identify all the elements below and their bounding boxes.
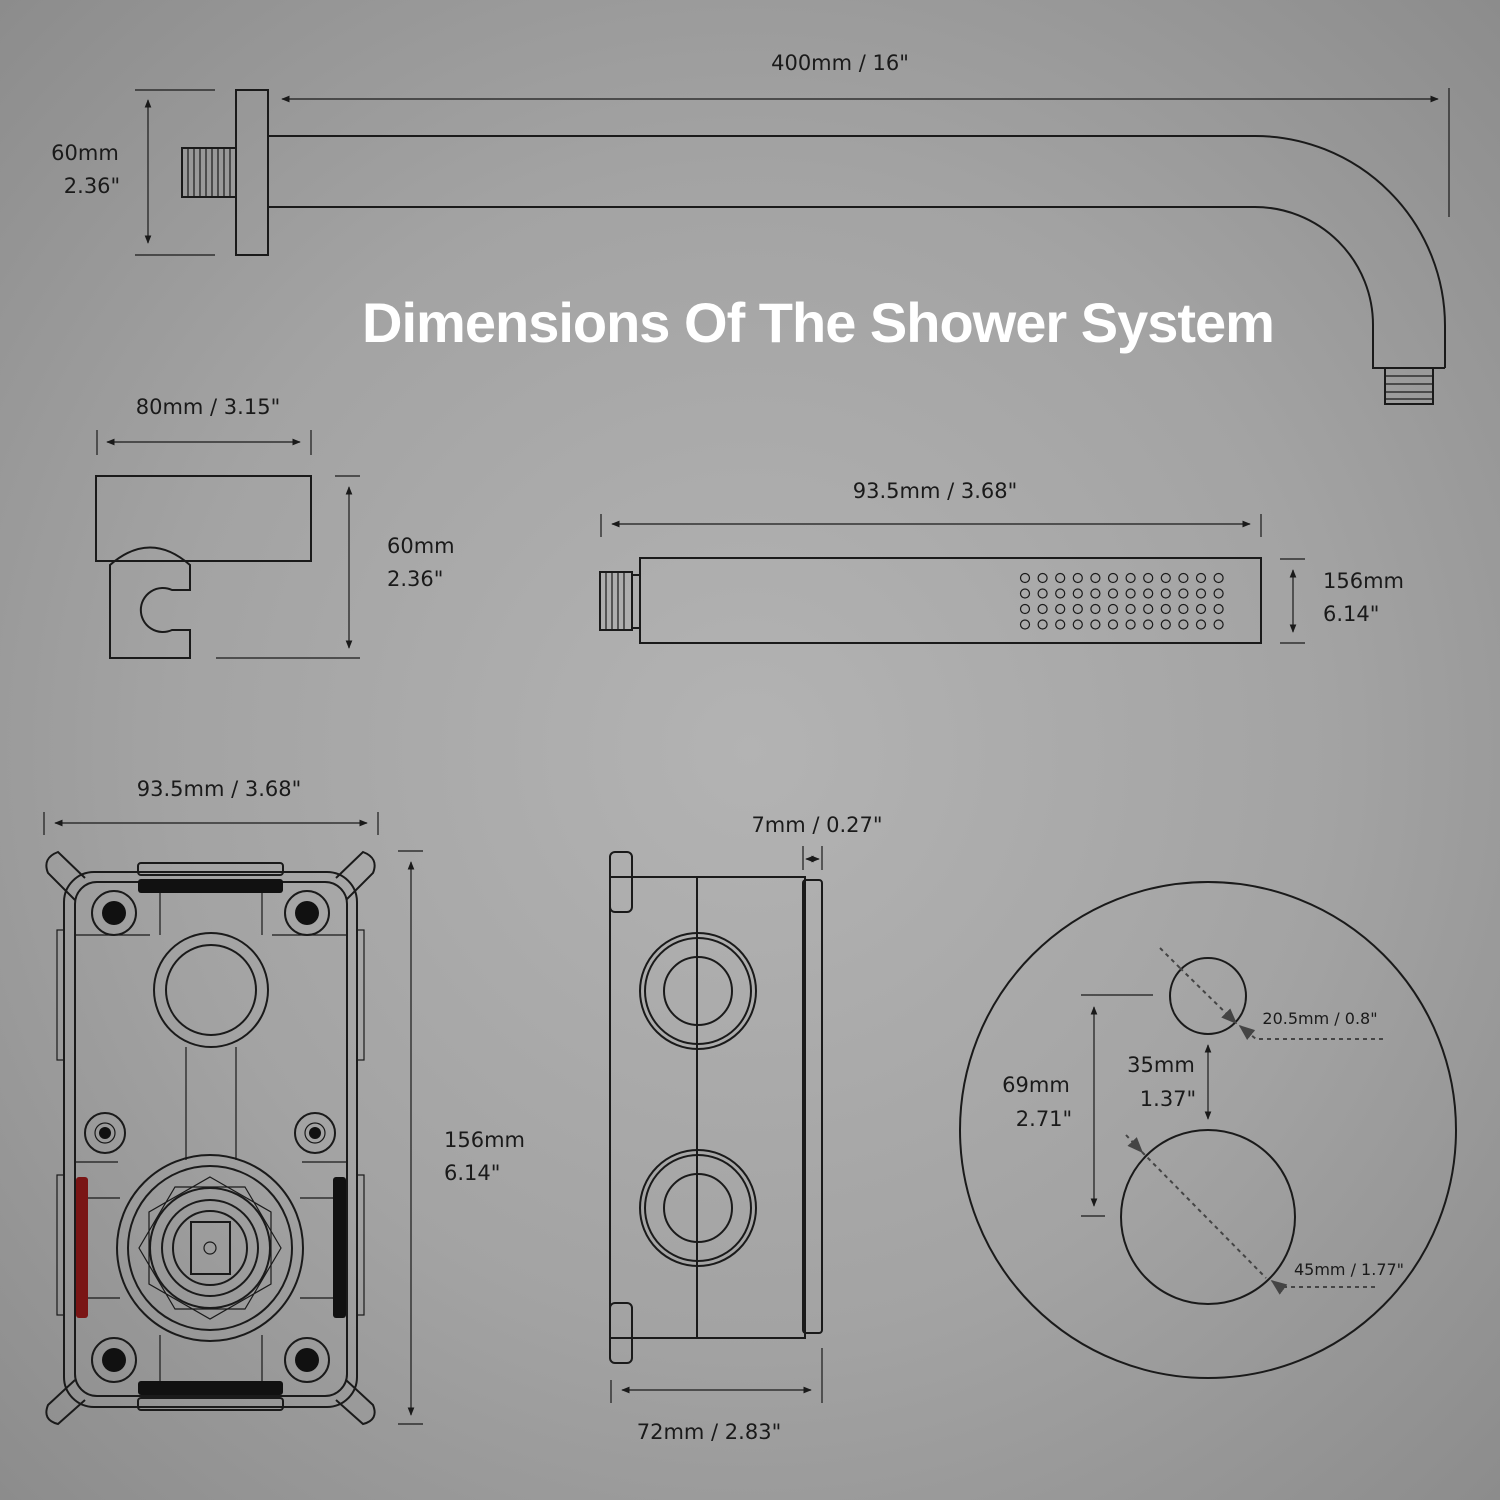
spray-nozzle xyxy=(1125,619,1136,630)
arm-length-label: 400mm / 16" xyxy=(771,51,909,75)
spray-nozzle xyxy=(1160,619,1171,630)
spacing-mm-label: 35mm xyxy=(1127,1053,1195,1077)
spray-nozzle xyxy=(1160,572,1171,584)
holder-width-label: 80mm / 3.15" xyxy=(136,395,280,419)
spray-nozzle xyxy=(1125,588,1136,599)
valve-height-mm-label: 156mm xyxy=(444,1128,525,1152)
trim-plate: 20.5mm / 0.8" 35mm 1.37" 69mm 2.71" 45mm… xyxy=(959,881,1457,1379)
holder-height-in-label: 2.36" xyxy=(387,567,443,591)
spray-nozzle xyxy=(1072,619,1083,630)
hand-shower-holder: 80mm / 3.15" 60mm 2.36" xyxy=(95,395,455,659)
valve-box-side: 7mm / 0.27" 72mm / 2.83" xyxy=(609,813,883,1444)
spray-nozzle xyxy=(1072,572,1083,584)
mounting-holes xyxy=(91,890,330,1383)
thread-lines xyxy=(187,148,231,197)
spray-nozzle xyxy=(1072,588,1083,599)
spray-nozzle xyxy=(1143,603,1154,615)
hand-shower: 93.5mm / 3.68" 156mm 6.14" xyxy=(599,479,1404,644)
spray-nozzle xyxy=(1019,619,1031,630)
arm-height-in-label: 2.36" xyxy=(64,174,120,198)
spray-nozzles xyxy=(1019,572,1224,630)
spray-nozzle xyxy=(1055,619,1066,630)
hand-shower-length-label: 93.5mm / 3.68" xyxy=(853,479,1018,503)
hand-shower-height-mm-label: 156mm xyxy=(1323,569,1404,593)
spray-nozzle xyxy=(1107,603,1119,615)
spray-nozzle xyxy=(1019,588,1031,599)
spray-nozzle xyxy=(1090,619,1101,630)
cartridge xyxy=(116,1154,304,1342)
spray-nozzle xyxy=(1019,572,1031,584)
spray-nozzle xyxy=(1143,588,1154,599)
spray-nozzle xyxy=(1195,588,1207,599)
spray-nozzle xyxy=(1213,619,1224,630)
spray-nozzle xyxy=(1055,603,1066,615)
valve-depth-label: 72mm / 2.83" xyxy=(637,1420,781,1444)
spray-nozzle xyxy=(1090,572,1101,584)
shower-arm: 400mm / 16" 60mm 2.36" xyxy=(51,51,1450,405)
spray-nozzle xyxy=(1107,588,1119,599)
small-hole-diameter-label: 20.5mm / 0.8" xyxy=(1262,1009,1377,1028)
spray-nozzle xyxy=(1037,572,1048,584)
spacing-in-label: 1.37" xyxy=(1140,1087,1196,1111)
spray-nozzle xyxy=(1178,603,1189,615)
spray-nozzle xyxy=(1195,619,1207,630)
screws xyxy=(84,1112,336,1154)
spray-nozzle xyxy=(1213,572,1224,584)
spray-nozzle xyxy=(1107,619,1119,630)
spray-nozzle xyxy=(1125,572,1136,584)
spray-nozzle xyxy=(1090,603,1101,615)
spray-nozzle xyxy=(1213,588,1224,599)
cold-marker xyxy=(333,1177,346,1318)
plate-thickness-label: 7mm / 0.27" xyxy=(751,813,882,837)
spray-nozzle xyxy=(1178,588,1189,599)
mounting-ears xyxy=(45,850,376,1426)
spray-nozzle xyxy=(1037,603,1048,615)
valve-box-front: 93.5mm / 3.68" 156mm 6.14" xyxy=(43,777,525,1426)
spray-nozzle xyxy=(1072,603,1083,615)
spray-nozzle xyxy=(1090,588,1101,599)
arm-height-mm-label: 60mm xyxy=(51,141,119,165)
valve-height-in-label: 6.14" xyxy=(444,1161,500,1185)
hot-marker xyxy=(76,1177,88,1318)
spray-nozzle xyxy=(1160,603,1171,615)
spray-nozzle xyxy=(1055,572,1066,584)
spray-nozzle xyxy=(1143,619,1154,630)
spray-nozzle xyxy=(1160,588,1171,599)
page-title: Dimensions Of The Shower System xyxy=(362,291,1274,354)
spray-nozzle xyxy=(1037,588,1048,599)
spray-nozzle xyxy=(1107,572,1119,584)
spray-nozzle xyxy=(1195,572,1207,584)
center-distance-mm-label: 69mm xyxy=(1002,1073,1070,1097)
spray-nozzle xyxy=(1178,572,1189,584)
spray-nozzle xyxy=(1213,603,1224,615)
spray-nozzle xyxy=(1178,619,1189,630)
large-hole-diameter-label: 45mm / 1.77" xyxy=(1294,1260,1404,1279)
holder-height-mm-label: 60mm xyxy=(387,534,455,558)
spray-nozzle xyxy=(1019,603,1031,615)
valve-width-label: 93.5mm / 3.68" xyxy=(137,777,302,801)
spray-nozzle xyxy=(1055,588,1066,599)
spray-nozzle xyxy=(1037,619,1048,630)
spray-nozzle xyxy=(1195,603,1207,615)
spray-nozzle xyxy=(1143,572,1154,584)
center-distance-in-label: 2.71" xyxy=(1016,1107,1072,1131)
hand-shower-height-in-label: 6.14" xyxy=(1323,602,1379,626)
spray-nozzle xyxy=(1125,603,1136,615)
